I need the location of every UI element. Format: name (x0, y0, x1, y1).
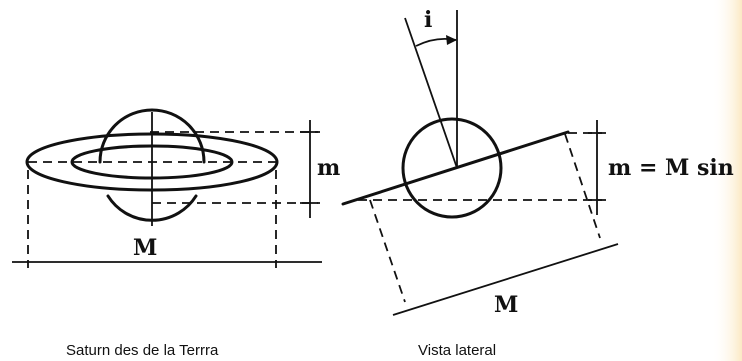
angle-label-i: i (424, 7, 432, 33)
proj-left-dash (369, 199, 406, 303)
planet-upper (98, 108, 206, 164)
saturn-side-view (341, 10, 619, 316)
right-caption: Vista lateral (418, 342, 496, 359)
equation-label: m = M sin i (608, 155, 742, 181)
side-label-M: M (494, 292, 518, 318)
ring-edge-line (341, 130, 570, 206)
angle-arrowhead (446, 35, 457, 45)
left-label-m: m (317, 155, 340, 181)
proj-right-dash (564, 133, 601, 239)
side-M-dimension-line (392, 243, 619, 316)
edge-tint (712, 0, 742, 361)
side-planet (401, 117, 503, 219)
tilted-axis (404, 17, 458, 169)
left-label-M: M (133, 235, 157, 261)
left-caption: Saturn des de la Terrra (66, 342, 219, 359)
saturn-front-view (12, 108, 322, 268)
